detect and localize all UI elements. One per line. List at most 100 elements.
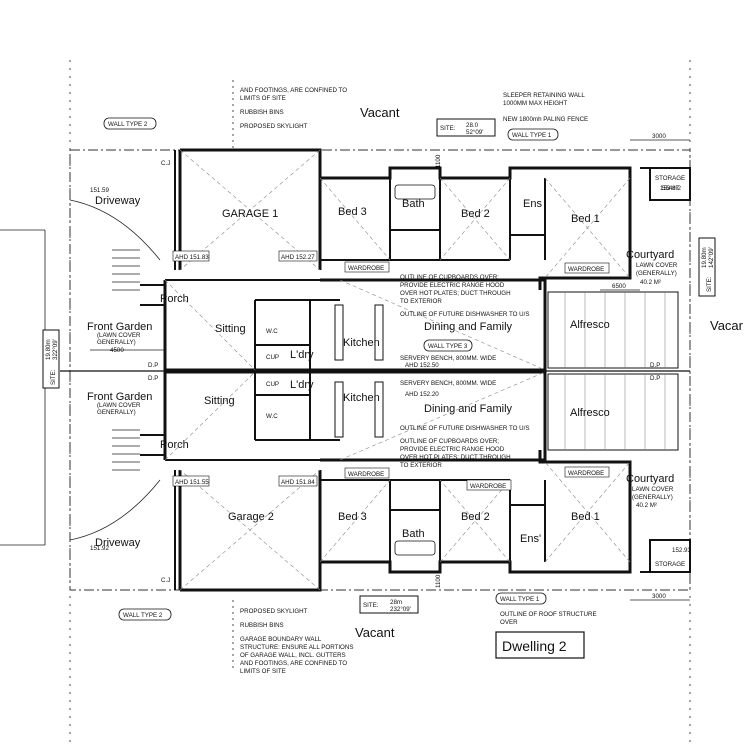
ahd-top-left: AHD 151.83 <box>175 254 209 261</box>
courtyard-lawn-top-1: LAWN COVER <box>636 262 678 269</box>
courtyard-lawn-top-2: (GENERALLY) <box>636 270 677 277</box>
courtyard-area-bottom: 40.2 M² <box>636 502 657 509</box>
site-top-length: 28.0 <box>466 122 479 129</box>
bottom-note-1: PROPOSED SKYLIGHT <box>240 608 308 615</box>
site-boundary <box>69 149 691 591</box>
room-sitting-top: Sitting <box>215 323 246 335</box>
room-courtyard-top: Courtyard <box>626 249 674 261</box>
dishwasher-note-top: OUTLINE OF FUTURE DISHWASHER TO U/S <box>400 311 530 318</box>
ahd-bot-mid: AHD 151.84 <box>281 479 315 486</box>
room-ens-bottom: Ens' <box>520 533 541 545</box>
top-note-1: AND FOOTINGS, ARE CONFINED TO <box>240 87 347 94</box>
room-kitchen-bottom: Kitchen <box>343 392 380 404</box>
bathtub <box>394 540 436 556</box>
servery-bottom: SERVERY BENCH, 800MM. WIDE <box>400 380 496 387</box>
cupboards-note-bottom-2: PROVIDE ELECTRIC RANGE HOOD <box>400 446 505 453</box>
room-bed2-bottom: Bed 2 <box>461 511 490 523</box>
cupboards-note-top-2: PROVIDE ELECTRIC RANGE HOOD <box>400 282 505 289</box>
site-right-bearing: 142°09' <box>708 247 715 268</box>
top-right-note-1: SLEEPER RETAINING WALL <box>503 92 585 99</box>
wall-type-3-tag <box>423 339 473 352</box>
site-right-label: SITE: <box>706 276 713 292</box>
room-garage-top: GARAGE 1 <box>222 208 278 220</box>
room-sitting-bottom: Sitting <box>204 395 235 407</box>
site-left-length: 19.80m <box>45 339 52 360</box>
bottom-note-2: RUBBISH BINS <box>240 622 284 629</box>
room-courtyard-bottom: Courtyard <box>626 473 674 485</box>
bottom-note-7: LIMITS OF SITE <box>240 668 286 675</box>
room-front-garden-top: Front Garden <box>87 321 152 333</box>
site-bottom-label: SITE: <box>363 602 379 609</box>
room-porch-bottom: Porch <box>160 439 189 451</box>
lawn-cover-bottom-1: (LAWN COVER <box>97 402 141 409</box>
text-labels: AND FOOTINGS, ARE CONFINED TO LIMITS OF … <box>45 87 744 675</box>
room-garage-bottom: Garage 2 <box>228 511 274 523</box>
storage-area: 554m2 <box>662 185 681 192</box>
dim-4500: 4500 <box>110 347 124 354</box>
roof-diagonals <box>164 149 631 591</box>
level-152-93: 152.93 <box>672 547 691 554</box>
ahd-bot-left: AHD 151.55 <box>175 479 209 486</box>
level-151-59: 151.59 <box>90 187 109 194</box>
storage-top: STORAGE <box>655 175 685 182</box>
lawn-cover-top-1: (LAWN COVER <box>97 332 141 339</box>
room-alfresco-bottom: Alfresco <box>570 407 610 419</box>
room-bath-top: Bath <box>402 198 425 210</box>
wall-type-1-bottom: WALL TYPE 1 <box>500 596 540 603</box>
room-dining-bottom: Dining and Family <box>424 403 513 415</box>
top-note-4: PROPOSED SKYLIGHT <box>240 123 308 130</box>
wardrobe-label: WARDROBE <box>348 265 384 272</box>
cupboards-note-bottom-1: OUTLINE OF CUPBOARDS OVER; <box>400 438 499 445</box>
wall-type-3: WALL TYPE 3 <box>428 343 468 350</box>
dim-1100-top: 1100 <box>435 154 442 168</box>
site-top-bearing: 52°09' <box>466 129 483 136</box>
dwelling-1-walls <box>140 148 691 372</box>
dim-1100-bottom: 1100 <box>435 574 442 588</box>
room-wc-top: W.C <box>266 328 278 335</box>
room-alfresco-top: Alfresco <box>570 319 610 331</box>
wall-type-2-top: WALL TYPE 2 <box>108 121 148 128</box>
kitchen-benches <box>334 304 384 438</box>
site-tag-right <box>698 237 716 297</box>
wall-type-1-top: WALL TYPE 1 <box>512 132 552 139</box>
lawn-cover-top-2: GENERALLY) <box>97 339 136 346</box>
dp-label: D.P <box>650 375 660 382</box>
room-bed1-bottom: Bed 1 <box>571 511 600 523</box>
room-cup-bottom: CUP <box>266 381 279 388</box>
wall-type-2-bottom-tag <box>118 608 172 621</box>
wall-type-1-bottom-tag <box>495 592 547 605</box>
level-153-87: 153.87 <box>660 185 679 192</box>
bottom-note-6: AND FOOTINGS, ARE CONFINED TO <box>240 660 347 667</box>
site-tag-top <box>436 118 496 137</box>
courtyard-lawn-bottom-2: (GENERALLY) <box>632 494 673 501</box>
site-tag-bottom <box>359 595 419 614</box>
wardrobe-label: WARDROBE <box>568 266 604 273</box>
ahd-top-mid: AHD 152.27 <box>281 254 315 261</box>
wall-type-2-bottom: WALL TYPE 2 <box>123 612 163 619</box>
dp-label: D.P <box>650 362 660 369</box>
bathtub <box>394 184 436 200</box>
site-bottom-length: 28m <box>390 599 402 606</box>
courtyard-lawn-bottom-1: LAWN COVER <box>632 486 674 493</box>
room-dining-top: Dining and Family <box>424 321 513 333</box>
storage-bottom: STORAGE <box>655 561 685 568</box>
site-bottom-bearing: 232°09' <box>390 606 411 613</box>
cupboards-note-top-1: OUTLINE OF CUPBOARDS OVER; <box>400 274 499 281</box>
room-ldry-bottom: L'dry <box>290 379 314 391</box>
cj-label: C.J <box>161 577 170 584</box>
bottom-note-5: OF GARAGE WALL, INCL. GUTTERS <box>240 652 346 659</box>
dwelling-title: Dwelling 2 <box>502 638 567 654</box>
lawn-cover-bottom-2: GENERALLY) <box>97 409 136 416</box>
dimension-lines <box>90 139 690 601</box>
wardrobe-label: WARDROBE <box>348 471 384 478</box>
dp-label: D.P <box>148 362 158 369</box>
wall-type-1-top-tag <box>507 128 559 141</box>
room-driveway-bottom: Driveway <box>95 537 141 549</box>
bottom-note-3: GARAGE BOUNDARY WALL <box>240 636 322 643</box>
site-left-label: SITE: <box>50 369 57 385</box>
site-top-label: SITE: <box>440 125 456 132</box>
room-cup-top: CUP <box>266 354 279 361</box>
front-steps <box>69 199 161 541</box>
room-wc-bottom: W.C <box>266 413 278 420</box>
